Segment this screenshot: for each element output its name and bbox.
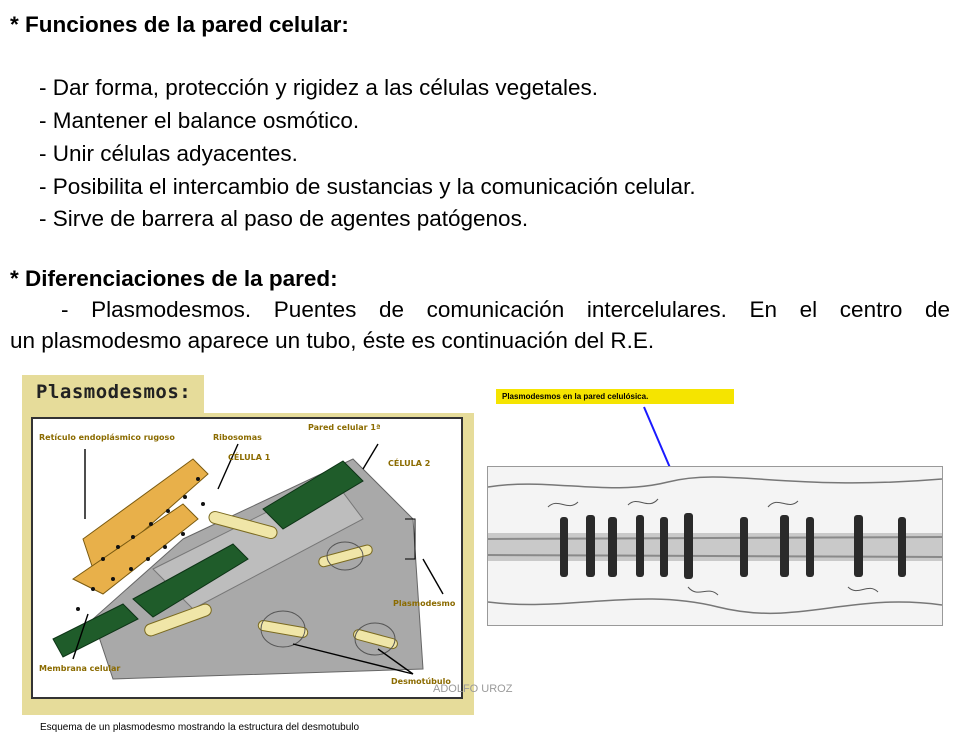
function-item: - Unir células adyacentes. xyxy=(39,141,298,166)
author-watermark: ADOLFO UROZ xyxy=(433,683,513,695)
diagram-frame: Retículo endoplásmico rugoso Ribosomas P… xyxy=(22,413,474,733)
diagram-illustration-panel: Retículo endoplásmico rugoso Ribosomas P… xyxy=(31,417,463,699)
function-item: - Mantener el balance osmótico. xyxy=(39,108,360,133)
function-item: - Dar forma, protección y rigidez a las … xyxy=(39,75,598,100)
label-desmotubulo: Desmotúbulo xyxy=(391,677,451,686)
diagram-title: Plasmodesmos: xyxy=(36,381,192,403)
plasmodesma-illustration xyxy=(52,443,444,680)
plasmodesmos-diagram: Plasmodesmos: xyxy=(22,375,474,733)
label-celula-2: CÉLULA 2 xyxy=(388,459,431,468)
micrograph-illustration xyxy=(487,467,943,625)
paragraph-line-1: - Plasmodesmos. Puentes de comunicación … xyxy=(61,297,950,322)
label-membrana-celular: Membrana celular xyxy=(39,664,121,673)
label-ribosomas: Ribosomas xyxy=(213,433,262,442)
plasmodesmos-paragraph: - Plasmodesmos. Puentes de comunicación … xyxy=(10,296,950,354)
heading-funciones: * Funciones de la pared celular: xyxy=(10,12,349,37)
paragraph-line-2: un plasmodesmo aparece un tubo, éste es … xyxy=(10,328,655,353)
label-plasmodesmo: Plasmodesmo xyxy=(393,599,456,608)
micrograph-image xyxy=(487,466,943,626)
function-item: - Sirve de barrera al paso de agentes pa… xyxy=(39,206,529,231)
label-celula-1: CÉLULA 1 xyxy=(228,453,271,462)
label-reticulo: Retículo endoplásmico rugoso xyxy=(39,433,175,442)
micrograph-label: Plasmodesmos en la pared celulósica. xyxy=(496,389,734,404)
label-pared-celular: Pared celular 1ª xyxy=(308,423,381,432)
function-item: - Posibilita el intercambio de sustancia… xyxy=(39,174,696,199)
heading-diferenciaciones: * Diferenciaciones de la pared: xyxy=(10,266,338,291)
diagram-title-box: Plasmodesmos: xyxy=(22,375,204,413)
diagram-caption: Esquema de un plasmodesmo mostrando la e… xyxy=(40,722,360,733)
